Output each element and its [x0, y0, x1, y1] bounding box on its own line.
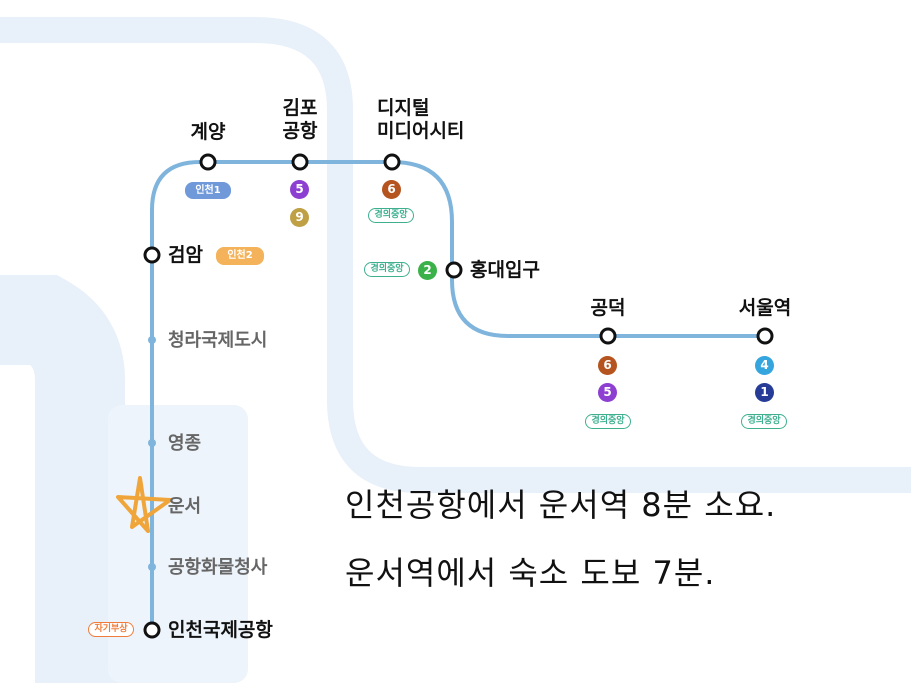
route-line [150, 160, 765, 630]
station-label-yeongjong: 영종 [168, 433, 202, 454]
station-marker-seoul [756, 327, 774, 345]
transfer-incheon1: 인천1 [185, 182, 231, 199]
station-label-gimpo-line2: 공항 [282, 120, 318, 142]
background-road-band [0, 17, 911, 493]
station-label-geomam: 검암 [168, 244, 203, 266]
station-marker-dmc [383, 153, 401, 171]
background-land-band [0, 275, 125, 683]
transfer-line5-gongdeok: 5 [598, 383, 617, 402]
station-label-dmc-line1: 디지털 [377, 97, 430, 119]
station-marker-gongdeok [599, 327, 617, 345]
transfer-line4-seoul: 4 [755, 356, 774, 375]
station-label-gongdeok: 공덕 [590, 297, 626, 319]
transfer-line9-gimpo: 9 [290, 208, 309, 227]
background-block [108, 405, 248, 683]
transfer-gyeongui-seoul: 경의중앙 [741, 414, 787, 429]
station-marker-incheon-airport [143, 621, 161, 639]
station-marker-geomam [143, 246, 161, 264]
transfer-line1-seoul: 1 [755, 383, 774, 402]
station-label-cheongna: 청라국제도시 [168, 330, 268, 351]
star-doodle-icon [116, 476, 172, 533]
transfer-gyeongui-dmc: 경의중앙 [368, 208, 414, 223]
station-label-unseo: 운서 [168, 496, 202, 517]
station-label-incheon-airport: 인천국제공항 [168, 619, 273, 641]
station-label-seoul: 서울역 [738, 297, 792, 319]
station-marker-hongik [445, 261, 463, 279]
transfer-gyeongui-hongik: 경의중앙 [364, 262, 410, 277]
station-dot-yeongjong [148, 439, 156, 447]
transfer-line2-hongik: 2 [418, 261, 437, 280]
transfer-line6-dmc: 6 [382, 180, 401, 199]
handwritten-note-line1: 인천공항에서 운서역 8분 소요. [345, 486, 777, 524]
handwritten-note-line2: 운서역에서 숙소 도보 7분. [345, 554, 716, 592]
station-marker-gimpo [291, 153, 309, 171]
station-marker-gyeyang [199, 153, 217, 171]
station-label-hongik: 홍대입구 [470, 259, 540, 281]
station-label-dmc-line2: 미디어시티 [377, 120, 465, 142]
station-dot-cargo [148, 563, 156, 571]
transfer-gyeongui-gongdeok: 경의중앙 [585, 414, 631, 429]
transfer-line6-gongdeok: 6 [598, 356, 617, 375]
transfer-incheon2: 인천2 [216, 247, 264, 265]
transfer-line5-gimpo: 5 [290, 180, 309, 199]
station-label-gimpo-line1: 김포 [282, 97, 318, 119]
station-dot-cheongna [148, 336, 156, 344]
station-label-cargo: 공항화물청사 [168, 557, 268, 578]
transfer-maglev: 자기부상 [88, 622, 134, 637]
station-label-gyeyang: 계양 [190, 121, 226, 143]
